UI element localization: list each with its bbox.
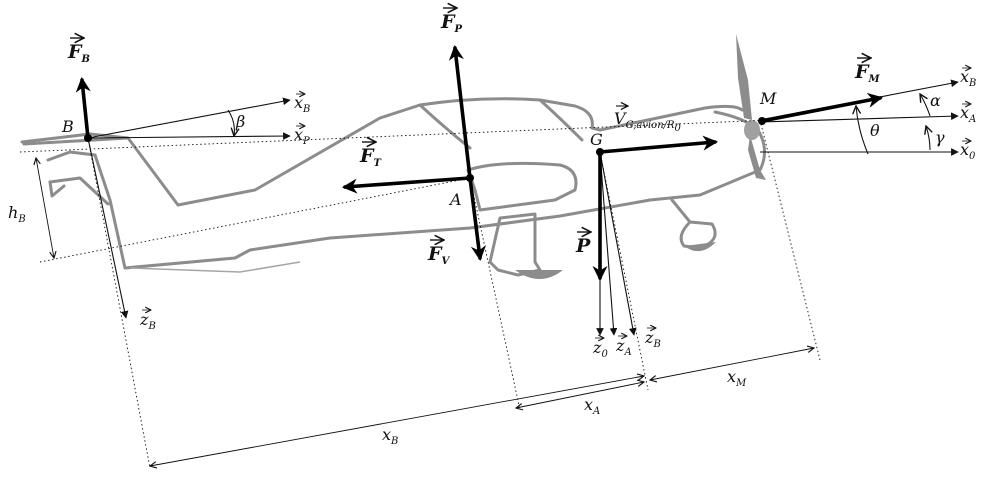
axis-xB-right-label: xB — [960, 67, 976, 89]
force-vectors — [75, 44, 883, 282]
force-FB-arrow — [75, 76, 91, 140]
svg-text:P: P — [575, 235, 591, 257]
angle-gamma-label: γ — [935, 128, 945, 147]
force-FM-arrow — [760, 92, 883, 123]
point-A-label: A — [448, 190, 462, 209]
svg-text:z0: z0 — [592, 338, 608, 360]
beta-arc — [227, 109, 234, 136]
axis-xP-tail-label: xP — [294, 125, 310, 147]
dim-hB-label: hB — [8, 203, 26, 225]
svg-text:FT: FT — [359, 145, 383, 169]
point-M-label: M — [759, 89, 777, 108]
zB-tail-axis — [87, 137, 129, 319]
svg-text:FP: FP — [440, 11, 463, 35]
points — [84, 117, 766, 182]
point-A-dot — [466, 174, 474, 182]
xM-dimension — [650, 348, 814, 380]
svg-text:FM: FM — [854, 61, 881, 85]
zA-axis — [599, 151, 618, 336]
point-B-label: B — [61, 117, 74, 136]
dim-xM-label: xM — [727, 367, 747, 389]
axis-zA-label: zA — [615, 336, 632, 358]
axis-zB-tail-label: zB — [139, 310, 156, 332]
point-B-dot — [84, 134, 92, 142]
drop-line-G — [599, 151, 649, 391]
force-FM-label: FM — [854, 58, 881, 85]
force-FT-label: FT — [359, 142, 383, 169]
svg-text:zA: zA — [615, 336, 632, 358]
angle-labels: β α θ γ — [235, 91, 945, 147]
angle-alpha-label: α — [930, 91, 941, 110]
xB-dimension — [150, 376, 644, 466]
axis-x0-right-label: x0 — [960, 140, 976, 162]
svg-text:xB: xB — [294, 93, 310, 115]
dimension-labels: hB xA xB xM — [8, 203, 747, 447]
construction-lines — [19, 119, 821, 469]
velocity-VG-arrow — [598, 135, 719, 154]
svg-text:xP: xP — [294, 125, 310, 147]
hB-dimension — [36, 158, 54, 258]
svg-text:FV: FV — [427, 243, 451, 267]
svg-text:VG,avion/R0: VG,avion/R0 — [614, 109, 682, 134]
svg-text:zB: zB — [644, 328, 661, 350]
aircraft-silhouette — [20, 34, 766, 279]
gamma-arc — [926, 126, 930, 151]
svg-text:x0: x0 — [960, 140, 976, 162]
point-G-dot — [596, 148, 604, 156]
dim-xB-label: xB — [382, 425, 398, 447]
lift-line-A — [469, 177, 521, 411]
point-M-dot — [758, 117, 766, 125]
drop-line-B — [87, 137, 151, 469]
dim-xA-label: xA — [584, 395, 600, 417]
axis-zB-label: zB — [644, 328, 661, 350]
axis-labels: xB xP zB xB xA x0 z0 zA — [139, 67, 976, 360]
dimension-lines — [36, 158, 814, 466]
axis-xB-tail-label: xB — [294, 93, 310, 115]
force-FB-label: FB — [67, 38, 90, 65]
point-G-label: G — [590, 130, 603, 149]
theta-arc — [856, 106, 869, 155]
angle-theta-label: θ — [870, 121, 880, 140]
xA-right-axis — [759, 112, 959, 123]
svg-text:xA: xA — [960, 103, 976, 125]
svg-text:FB: FB — [67, 41, 90, 65]
axes — [87, 79, 959, 336]
xP-tail-axis — [87, 132, 291, 140]
xB-tail-axis — [87, 97, 291, 139]
force-FT-arrow — [341, 176, 472, 194]
axis-xA-right-label: xA — [960, 103, 976, 125]
angle-arcs — [227, 94, 931, 155]
drop-line-M — [759, 119, 821, 361]
alpha-arc — [920, 94, 931, 117]
velocity-VG-label: VG,avion/R0 — [614, 106, 682, 134]
lower-reference-line — [39, 177, 471, 263]
force-FV-label: FV — [427, 240, 451, 267]
force-P-label: P — [575, 232, 591, 257]
xA-dimension — [516, 382, 644, 408]
svg-text:zB: zB — [139, 310, 156, 332]
force-FP-arrow — [448, 44, 472, 180]
angle-beta-label: β — [235, 112, 245, 131]
force-FP-label: FP — [440, 8, 463, 35]
svg-text:xB: xB — [960, 67, 976, 89]
zB-axis — [599, 151, 637, 336]
force-FV-arrow — [468, 176, 487, 262]
axis-z0-label: z0 — [592, 338, 608, 360]
